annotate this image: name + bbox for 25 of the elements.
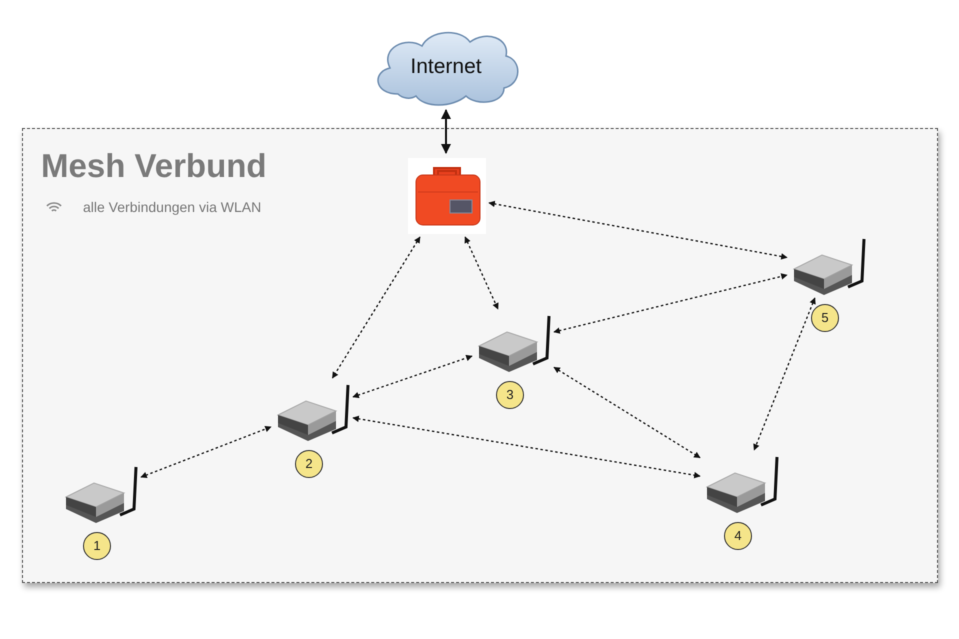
wireless-router-drawing — [276, 383, 350, 441]
connector-arrow — [488, 200, 788, 260]
connector-arrow — [332, 236, 420, 379]
group-title: Mesh Verbund — [41, 147, 267, 185]
callout-number: 2 — [295, 450, 323, 478]
connector-arrow — [352, 416, 701, 478]
callout-number: 4 — [724, 522, 752, 550]
wireless-router-drawing — [64, 465, 138, 523]
callout-number: 5 — [811, 304, 839, 332]
callout-number: 1 — [83, 532, 111, 560]
connector-arrow — [464, 236, 499, 310]
wireless-router-drawing — [477, 314, 551, 372]
connector-arrow — [352, 354, 473, 398]
case-drawing — [408, 158, 486, 234]
connector-arrow — [753, 297, 816, 451]
cloud-label: Internet — [409, 55, 483, 79]
connector-arrow — [553, 366, 701, 458]
connector-arrow — [553, 273, 788, 334]
connector-arrow — [140, 426, 272, 478]
wireless-router-drawing — [705, 455, 779, 513]
wireless-router-drawing — [792, 237, 866, 295]
mesh-group-panel — [22, 128, 938, 583]
subtitle: alle Verbindungen via WLAN — [83, 199, 262, 215]
connector-arrow — [441, 109, 451, 154]
callout-number: 3 — [496, 381, 524, 409]
